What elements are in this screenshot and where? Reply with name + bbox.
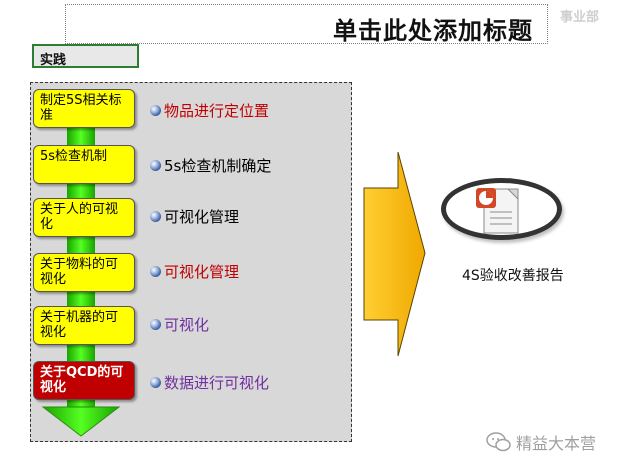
bullet-icon: [150, 319, 161, 330]
step-box-6[interactable]: 关于QCD的可视化: [33, 361, 135, 400]
bullet-icon: [150, 160, 161, 171]
bullet-text: 可视化管理: [164, 263, 240, 281]
bullet-item-3: 可视化管理: [150, 206, 239, 227]
bullet-text: 5s检查机制确定: [164, 157, 272, 175]
bullet-item-4: 可视化管理: [150, 261, 239, 282]
bullet-text: 数据进行可视化: [164, 374, 270, 392]
section-tag: 实践: [32, 44, 139, 68]
bullet-text: 可视化: [164, 316, 210, 334]
bullet-text: 物品进行定位置: [164, 102, 270, 120]
watermark-text: 事业部: [560, 10, 600, 25]
bullet-item-2: 5s检查机制确定: [150, 155, 271, 176]
bullet-item-5: 可视化: [150, 314, 209, 335]
step-box-1[interactable]: 制定5S相关标准: [33, 89, 135, 128]
slide-title[interactable]: 单击此处添加标题: [333, 16, 533, 45]
wechat-icon: [486, 432, 511, 452]
bullet-icon: [150, 105, 161, 116]
step-box-4[interactable]: 关于物料的可视化: [33, 253, 135, 292]
bullet-text: 可视化管理: [164, 208, 240, 226]
bullet-item-6: 数据进行可视化: [150, 372, 269, 393]
result-oval[interactable]: [441, 178, 562, 240]
wechat-account-name: 精益大本营: [516, 434, 597, 453]
bullet-icon: [150, 266, 161, 277]
green-arrow-head: [41, 406, 121, 437]
bullet-item-1: 物品进行定位置: [150, 100, 269, 121]
title-placeholder-box[interactable]: 单击此处添加标题: [65, 4, 548, 45]
bullet-icon: [150, 211, 161, 222]
orange-arrow: [363, 151, 426, 357]
step-box-3[interactable]: 关于人的可视化: [33, 198, 135, 237]
result-label: 4S验收改善报告: [462, 268, 564, 284]
step-box-2[interactable]: 5s检查机制: [33, 145, 135, 184]
step-box-5[interactable]: 关于机器的可视化: [33, 306, 135, 345]
wechat-watermark: 精益大本营: [486, 430, 596, 454]
bullet-icon: [150, 377, 161, 388]
